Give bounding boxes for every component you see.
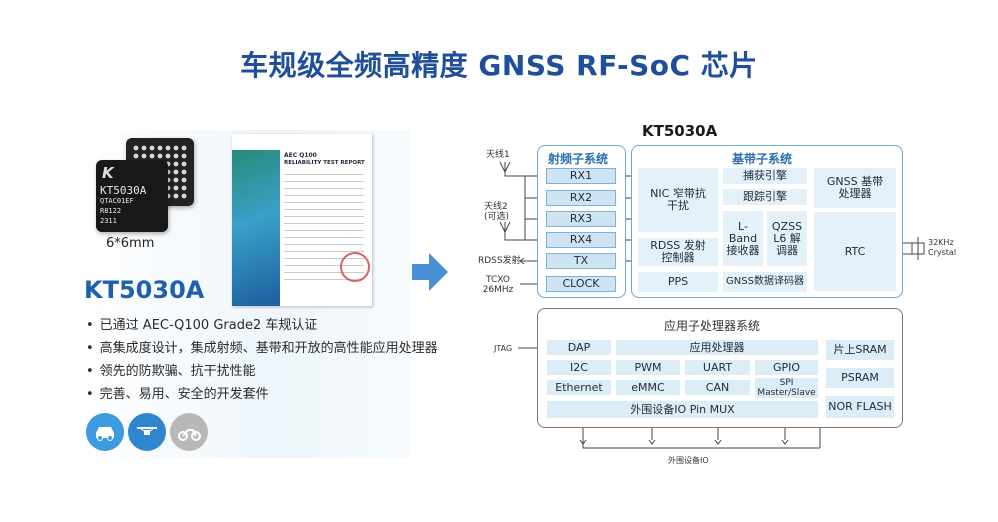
car-icon — [86, 413, 124, 451]
gnss-decoder-block: GNSS数据译码器 — [723, 272, 807, 292]
rf-subsystem-title: 射频子系统 — [548, 152, 609, 166]
app-subsystem-title: 应用子处理器系统 — [664, 319, 761, 333]
app-processor-block: 应用处理器 — [616, 340, 818, 355]
motorcycle-icon — [170, 413, 208, 451]
rx4-block: RX4 — [546, 232, 616, 248]
chip-logo-icon: K — [102, 164, 114, 182]
drone-icon — [128, 413, 166, 451]
rx3-block: RX3 — [546, 211, 616, 227]
report-heading: AEC Q100 — [284, 152, 317, 159]
i2c-block: I2C — [547, 360, 611, 375]
feature-item: 高集成度设计，集成射频、基带和开放的高性能应用处理器 — [86, 337, 438, 360]
gpio-block: GPIO — [755, 360, 818, 375]
lband-receiver-block: L-Band 接收器 — [723, 211, 763, 266]
psram-block: PSRAM — [826, 368, 894, 388]
brochure-image — [232, 150, 280, 306]
rdss-controller-block: RDSS 发射控制器 — [638, 238, 718, 266]
rdss-tx-label: RDSS发射 — [478, 256, 521, 266]
antenna2-label: 天线2 (可选) — [484, 202, 510, 222]
crystal-label: 32KHz Crystal — [928, 238, 957, 257]
can-block: CAN — [685, 380, 750, 395]
emmc-block: eMMC — [616, 380, 680, 395]
rtc-block: RTC — [814, 212, 896, 291]
page-title: 车规级全频高精度 GNSS RF-SoC 芯片 — [240, 49, 758, 82]
ethernet-block: Ethernet — [547, 380, 611, 395]
uart-block: UART — [685, 360, 750, 375]
spi-block: SPI Master/Slave — [755, 378, 818, 398]
chip-size-caption: 6*6mm — [106, 236, 155, 251]
report-subheading: RELIABILITY TEST REPORT — [284, 160, 365, 166]
feature-list: 已通过 AEC-Q100 Grade2 车规认证 高集成度设计，集成射频、基带和… — [86, 314, 438, 406]
qzss-demodulator-block: QZSS L6 解调器 — [767, 211, 807, 266]
peripheral-io-label: 外围设备IO — [668, 456, 709, 465]
antenna1-label: 天线1 — [486, 150, 510, 160]
product-name: KT5030A — [84, 276, 205, 304]
feature-item: 完善、易用、安全的开发套件 — [86, 383, 438, 406]
sram-block: 片上SRAM — [826, 340, 894, 360]
jtag-label: JTAG — [494, 344, 513, 353]
rx1-block: RX1 — [546, 168, 616, 184]
chip-front-image: K KT5030A QTAC01EF R8122 2311 — [96, 160, 168, 232]
diagram-title: KT5030A — [642, 122, 718, 140]
rx2-block: RX2 — [546, 190, 616, 206]
io-pin-mux-block: 外围设备IO Pin MUX — [547, 401, 818, 418]
tracking-engine-block: 跟踪引擎 — [723, 189, 807, 205]
dap-block: DAP — [547, 340, 611, 355]
test-report-image: AEC Q100 RELIABILITY TEST REPORT — [232, 134, 372, 306]
gnss-baseband-processor-block: GNSS 基带处理器 — [814, 168, 896, 208]
pps-block: PPS — [638, 272, 718, 292]
baseband-subsystem-title: 基带子系统 — [732, 152, 793, 166]
arrow-right-icon — [412, 253, 448, 291]
clock-block: CLOCK — [546, 276, 616, 292]
feature-item: 已通过 AEC-Q100 Grade2 车规认证 — [86, 314, 438, 337]
capture-engine-block: 捕获引擎 — [723, 168, 807, 184]
pwm-block: PWM — [616, 360, 680, 375]
nor-flash-block: NOR FLASH — [826, 396, 894, 418]
tcxo-label: TCXO 26MHz — [482, 275, 514, 295]
report-seal-icon — [340, 252, 370, 282]
feature-item: 领先的防欺骗、抗干扰性能 — [86, 360, 438, 383]
nic-block: NIC 窄带抗干扰 — [638, 168, 718, 232]
tx-block: TX — [546, 253, 616, 269]
chip-marking: KT5030A QTAC01EF R8122 2311 — [100, 184, 147, 225]
